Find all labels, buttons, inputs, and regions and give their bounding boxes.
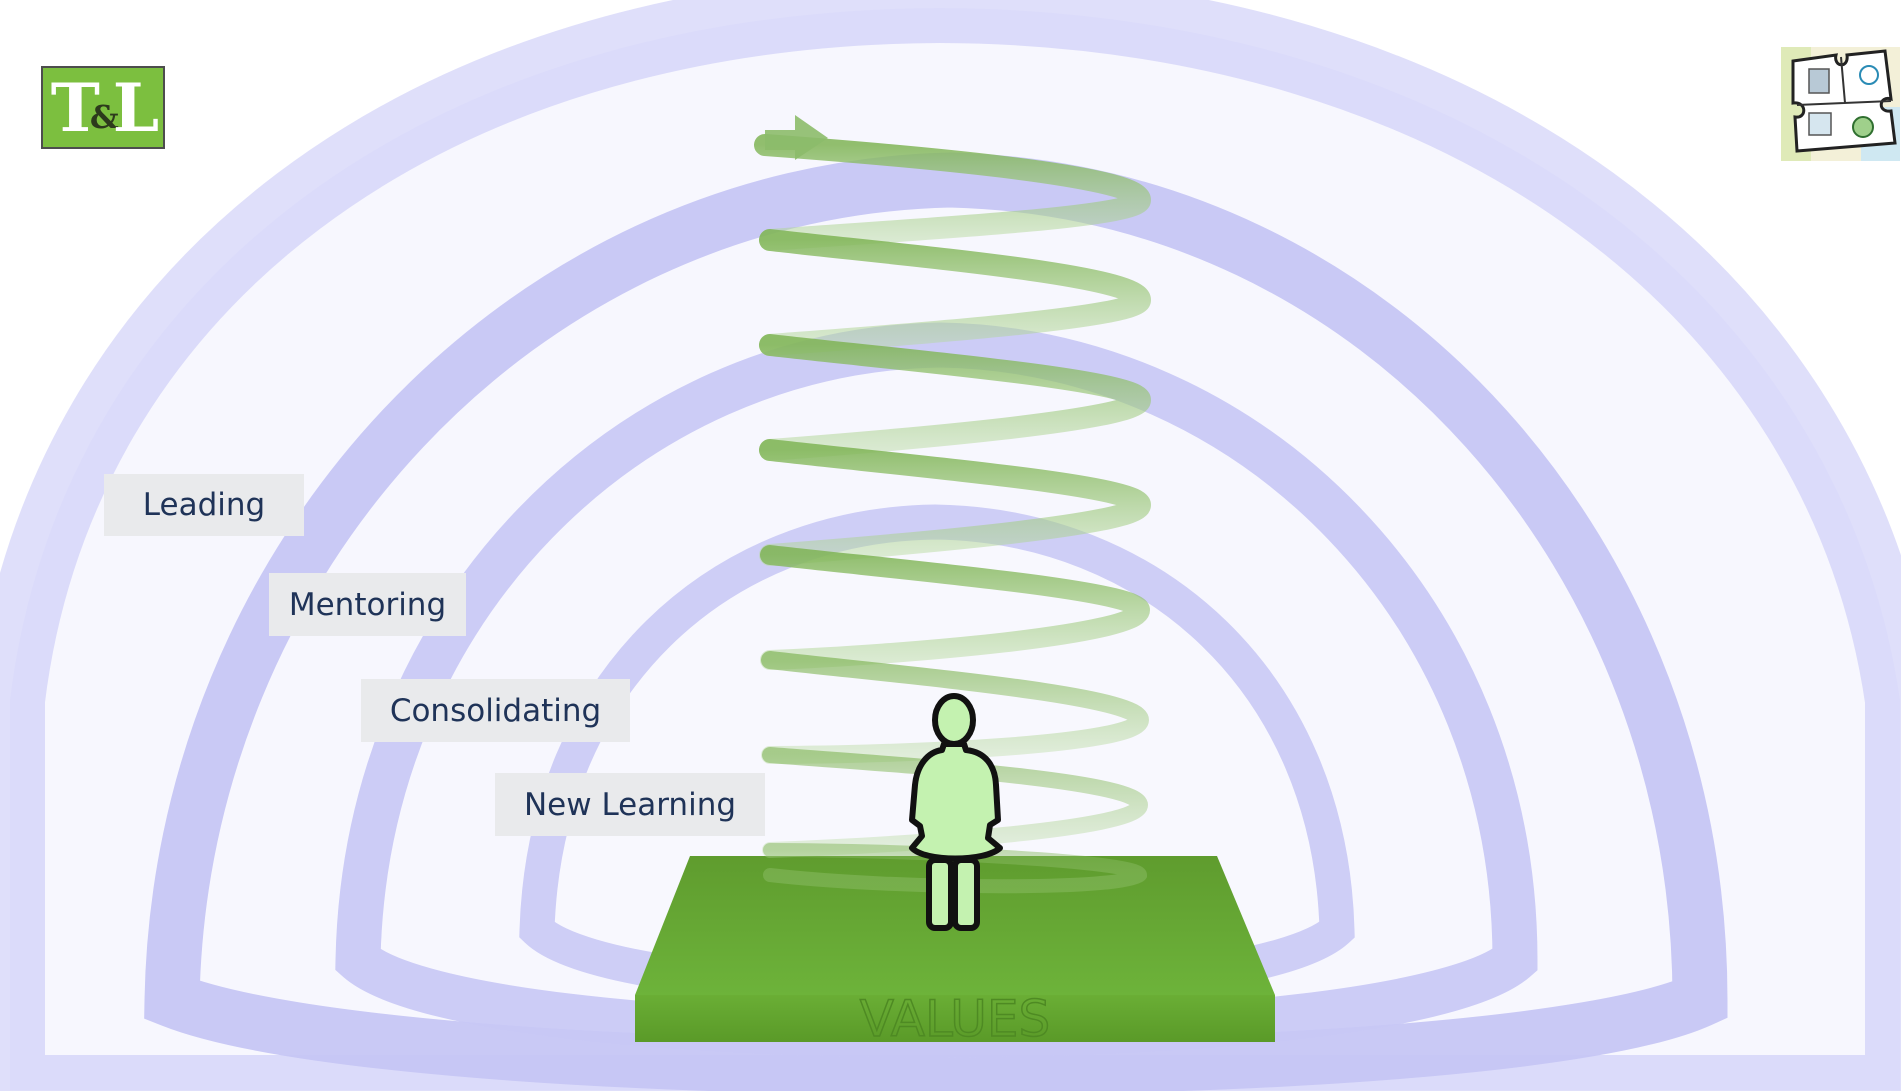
spiral-arrow-icon xyxy=(754,134,1152,894)
values-platform: VALUES xyxy=(635,856,1275,1049)
puzzle-icon xyxy=(1781,47,1900,161)
person-icon xyxy=(909,693,1003,931)
level-label-new-learning: New Learning xyxy=(495,773,765,836)
spiral-arrow-head xyxy=(765,115,828,160)
tl-logo: T & L xyxy=(41,66,165,149)
logo-ampersand: & xyxy=(89,97,119,136)
level-label-consolidating: Consolidating xyxy=(361,679,630,742)
level-label-mentoring: Mentoring xyxy=(269,573,466,636)
logo-letter-t: T xyxy=(50,68,100,147)
values-label: VALUES xyxy=(860,990,1051,1048)
level-label-leading: Leading xyxy=(104,474,304,536)
logo-letter-l: L xyxy=(112,68,159,147)
